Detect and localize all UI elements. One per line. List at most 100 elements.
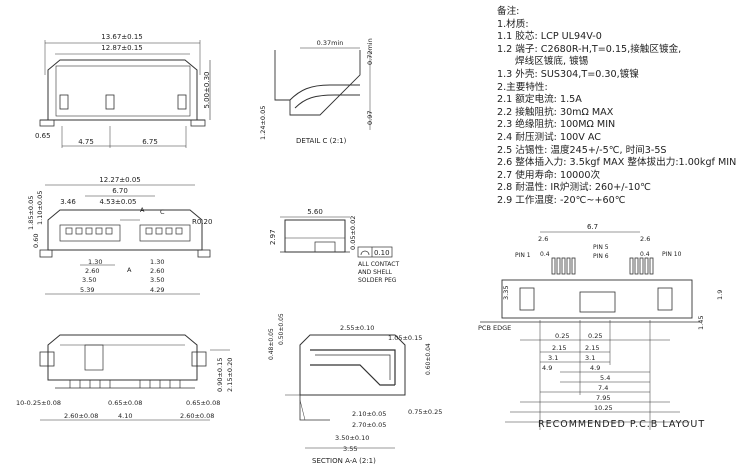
pcb-dim-0-25-b: 0.25 [588, 332, 602, 340]
bottom-dim-pitch-1: 0.65±0.08 [108, 399, 142, 407]
front-dim-4: 4.53±0.05 [99, 198, 136, 206]
pcb-dim-1-9: 1.9 [716, 290, 724, 300]
pcb-dim-3-1-a: 3.1 [548, 354, 558, 362]
side-note-2: AND SHELL [358, 269, 393, 276]
front-dim-r1: 1.30 [150, 258, 164, 266]
pcb-dim-3-35: 3.35 [502, 286, 510, 300]
pcb-dim-4-9-a: 4.9 [542, 364, 552, 372]
detail-c-dim-2: 0.72min [366, 38, 374, 65]
side-flatness-value: 0.10 [374, 249, 390, 257]
bottom-dim-right-1: 2.15±0.20 [226, 358, 234, 392]
note-line: 2.6 整体插入力: 3.5kgf MAX 整体拔出力:1.00kgf MIN [497, 157, 737, 169]
front-dim-l1: 1.30 [88, 258, 102, 266]
pcb-pin-1: PIN 1 [515, 252, 531, 259]
pcb-layout-title: RECOMMENDED P.C.B LAYOUT [538, 419, 705, 430]
side-view: 5.60 2.97 0.05±0.02 0.10 ALL CONTACT AND… [269, 208, 399, 284]
front-dim-radius: R0.20 [192, 218, 212, 226]
note-line: 2.1 额定电流: 1.5A [497, 94, 582, 106]
front-dim-l3: 3.50 [82, 276, 96, 284]
bottom-dim-span-2: 4.10 [118, 412, 132, 420]
pcb-dim-0-25-a: 0.25 [555, 332, 569, 340]
pcb-dim-4-9-b: 4.9 [590, 364, 600, 372]
section-dim-7: 2.70±0.05 [352, 421, 386, 429]
front-dim-overall: 12.27±0.05 [99, 176, 141, 184]
pcb-dim-2-15-a: 2.15 [552, 344, 566, 352]
pcb-dim-2-6-left: 2.6 [538, 235, 548, 243]
side-note-1: ALL CONTACT [358, 261, 399, 268]
side-dim-width: 5.60 [307, 208, 323, 216]
bottom-view: 2.15±0.20 0.90±0.15 10-0.25±0.08 0.65±0.… [16, 334, 234, 421]
pcb-dim-7-95: 7.95 [596, 394, 610, 402]
bottom-dim-span-3: 2.60±0.08 [180, 412, 214, 420]
detail-c-view: 0.37min 0.72min 0.97 1.24±0.05 DETAIL C … [259, 38, 374, 145]
front-dim-3: 3.46 [60, 198, 76, 206]
pcb-dim-1-45: 1.45 [697, 316, 705, 330]
section-dim-10: 0.75±0.25 [408, 408, 442, 416]
pcb-pin-10: PIN 10 [662, 251, 682, 258]
front-dim-6: 6.70 [112, 187, 128, 195]
section-dim-8: 3.50±0.10 [335, 434, 369, 442]
note-line: 2.主要特性: [497, 81, 548, 93]
pcb-dim-2-6-right: 2.6 [640, 235, 650, 243]
section-dim-1: 0.48±0.05 [268, 328, 275, 360]
front-dim-r3: 3.50 [150, 276, 164, 284]
top-view: 13.67±0.15 12.87±0.15 4.75 6.75 0.65 5.0… [35, 33, 211, 148]
section-dim-4: 1.05±0.15 [388, 334, 422, 342]
top-dim-overall: 13.67±0.15 [101, 33, 143, 41]
top-dim-height: 5.00±0.30 [203, 71, 211, 108]
section-dim-3: 2.55±0.10 [340, 324, 374, 332]
detail-c-dim-4: 1.24±0.05 [259, 106, 267, 140]
front-label-a2: A [127, 266, 132, 274]
pcb-edge-label: PCB EDGE [478, 324, 511, 332]
pcb-dim-5-4: 5.4 [600, 374, 610, 382]
pcb-dim-0-4-right: 0.4 [640, 251, 650, 258]
note-line: 2.7 使用寿命: 10000次 [497, 169, 601, 181]
bottom-dim-pins: 10-0.25±0.08 [16, 399, 61, 407]
note-line: 2.4 耐压测试: 100V AC [497, 131, 601, 143]
pcb-pin-6: PIN 6 [593, 253, 609, 260]
note-line: 2.9 工作温度: -20℃~+60℃ [497, 194, 626, 206]
top-dim-tab: 0.65 [35, 132, 51, 140]
top-dim-left: 4.75 [78, 138, 94, 146]
note-line: 1.材质: [497, 18, 529, 30]
note-line: 1.2 端子: C2680R-H,T=0.15,接触区镀金, [497, 43, 682, 55]
section-dim-2: 0.50±0.05 [278, 313, 285, 345]
bottom-dim-right-2: 0.90±0.15 [216, 358, 224, 392]
section-aa-view: 0.48±0.05 0.50±0.05 2.55±0.10 1.05±0.15 … [268, 313, 442, 465]
front-dim-h2: 1.10±0.05 [36, 191, 44, 225]
side-dim-height: 2.97 [269, 229, 277, 245]
front-dim-r4: 4.29 [150, 286, 164, 294]
note-line: 2.2 接触阻抗: 30mΩ MAX [497, 106, 614, 118]
pcb-pin-5: PIN 5 [593, 244, 609, 251]
pcb-dim-3-1-b: 3.1 [585, 354, 595, 362]
note-line: 焊线区镀底, 镀锡 [515, 56, 589, 68]
note-line: 2.3 绝缘阻抗: 100MΩ MIN [497, 119, 616, 131]
note-line: 1.1 胶芯: LCP UL94V-0 [497, 31, 602, 43]
front-label-a1: A [140, 206, 145, 214]
note-line: 2.8 耐温性: IR炉测试: 260+/-10℃ [497, 182, 651, 194]
front-dim-l4: 5.39 [80, 286, 94, 294]
pcb-dim-7-4: 7.4 [598, 384, 608, 392]
side-note-3: SOLDER PEG [358, 277, 397, 284]
front-view: 12.27±0.05 6.70 3.46 4.53±0.05 A A C R0.… [27, 176, 212, 295]
detail-c-dim-3: 0.97 [366, 111, 374, 125]
section-dim-6: 2.10±0.05 [352, 410, 386, 418]
bottom-dim-pitch-2: 0.65±0.08 [186, 399, 220, 407]
top-dim-right: 6.75 [142, 138, 158, 146]
note-line: 2.5 沾锡性: 温度245+/-5℃, 时间3-5S [497, 144, 667, 156]
note-line: 1.3 外壳: SUS304,T=0.30,镀镍 [497, 68, 639, 80]
pcb-dim-2-15-b: 2.15 [585, 344, 599, 352]
pcb-dim-pitch-total: 6.7 [587, 223, 598, 231]
front-label-c: C [160, 208, 165, 216]
pcb-dim-10-25: 10.25 [594, 404, 613, 412]
detail-c-dim-1: 0.37min [317, 39, 344, 47]
section-title: SECTION A-A (2:1) [312, 457, 376, 465]
section-dim-9: 3.55 [343, 445, 357, 453]
front-dim-l2: 2.60 [85, 267, 99, 275]
pcb-layout-view: 6.7 2.6 2.6 PIN 1 PIN 5 PIN 6 PIN 10 0.4… [478, 223, 724, 430]
section-dim-5: 0.60±0.04 [425, 343, 432, 375]
pcb-dim-0-4-left: 0.4 [540, 251, 550, 258]
front-dim-r2: 2.60 [150, 267, 164, 275]
notes-panel: 备注: 1.材质: 1.1 胶芯: LCP UL94V-0 1.2 端子: C2… [497, 6, 749, 208]
